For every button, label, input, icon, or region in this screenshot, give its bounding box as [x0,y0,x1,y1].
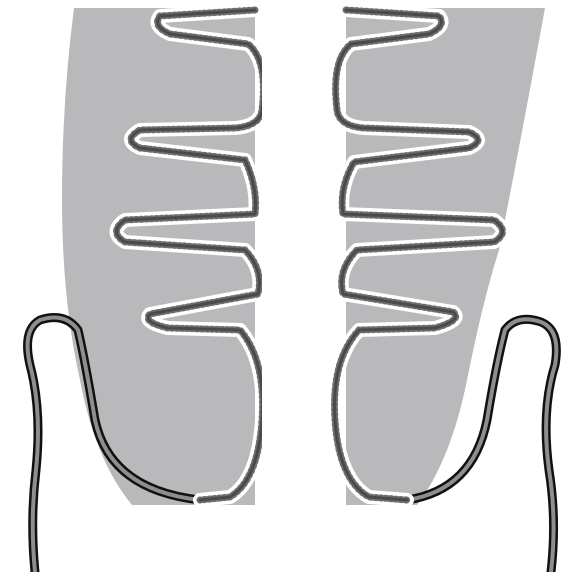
right-tissue-block [346,8,545,505]
left-tissue-block [62,8,255,505]
left-half [28,8,264,572]
right-half [335,8,557,572]
central-lumen [262,0,317,572]
